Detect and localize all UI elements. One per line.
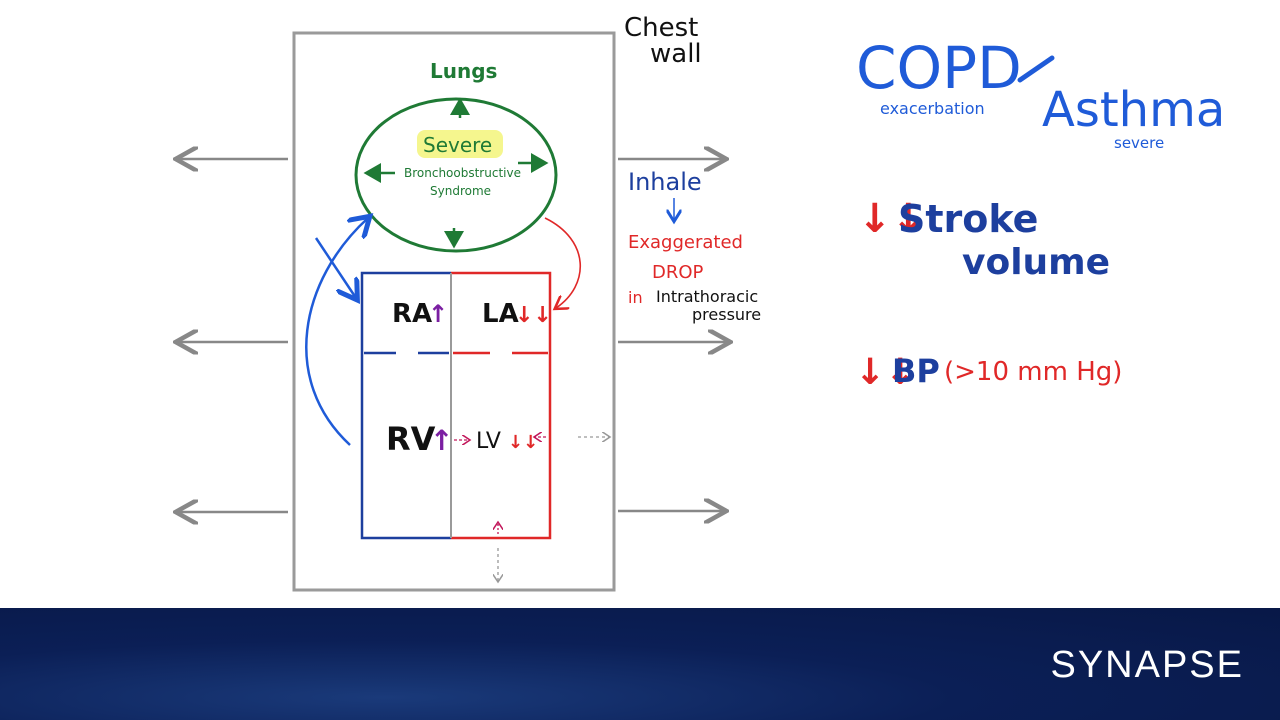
bp-down-arrows: ↓↓	[855, 352, 915, 393]
copd-title: COPD	[856, 34, 1022, 102]
right-heart-border	[360, 271, 451, 540]
broncho-label-1: Bronchoobstructive	[404, 166, 521, 180]
la-label: LA	[482, 299, 519, 329]
drop-label: DROP	[652, 262, 704, 283]
footer-banner: SYNAPSE	[0, 608, 1280, 720]
rv-to-lungs-curve	[305, 218, 368, 446]
pressure-label: pressure	[692, 305, 761, 324]
lv-label: LV	[476, 429, 501, 454]
intrathoracic-label: Intrathoracic	[656, 287, 758, 306]
rv-up-arrow: ↑	[430, 424, 453, 457]
chest-wall-label-1: Chest	[624, 13, 698, 43]
ra-up-arrow: ↑	[428, 300, 448, 328]
slash-mark	[1017, 55, 1055, 83]
lungs-label: Lungs	[430, 59, 497, 83]
volume-label: volume	[962, 242, 1110, 283]
in-label: in	[628, 288, 643, 307]
severe-highlight	[417, 130, 503, 158]
stroke-down-arrows: ↓↓	[858, 196, 925, 242]
rv-label: RV	[386, 420, 436, 458]
bp-label: BP	[892, 352, 940, 390]
chest-wall-label-2: wall	[650, 39, 702, 69]
asthma-title: Asthma	[1042, 82, 1225, 138]
left-heart-border	[451, 271, 552, 540]
blue-arrow-to-ra	[314, 237, 356, 298]
lv-down-arrows: ↓↓	[508, 432, 538, 453]
lungs-to-la-curve	[544, 217, 581, 308]
brand-logo-text: SYNAPSE	[1050, 644, 1244, 686]
ra-label: RA	[392, 299, 432, 329]
severe-sub-label: severe	[1114, 134, 1164, 152]
broncho-label-2: Syndrome	[430, 184, 491, 198]
exacerbation-label: exacerbation	[880, 99, 985, 118]
stroke-label: Stroke	[898, 197, 1038, 241]
inhale-label: Inhale	[628, 168, 702, 196]
chest-wall-box	[292, 31, 616, 592]
la-down-arrows: ↓↓	[515, 303, 552, 328]
severe-label: Severe	[423, 133, 492, 157]
exaggerated-label: Exaggerated	[628, 232, 743, 253]
bp-detail-label: (>10 mm Hg)	[944, 357, 1122, 387]
